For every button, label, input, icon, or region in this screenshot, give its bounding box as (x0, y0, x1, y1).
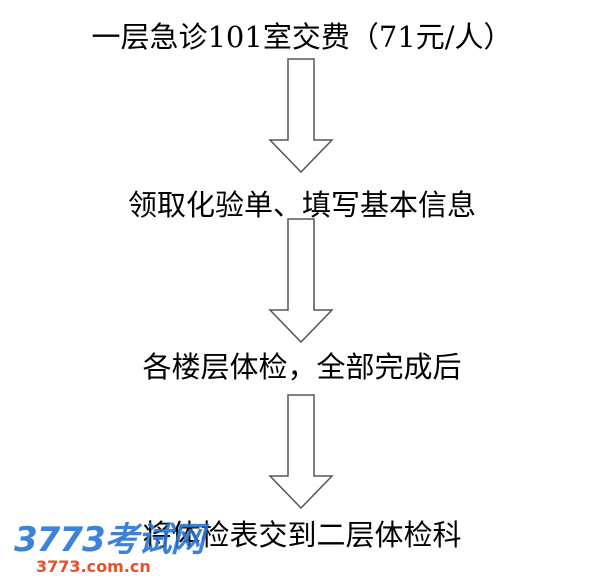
step-1-payment: 一层急诊101室交费（71元/人） (91, 20, 513, 54)
down-arrow-icon (268, 218, 334, 344)
watermark-url: 3773.com.cn (36, 557, 151, 576)
step-3-exams: 各楼层体检，全部完成后 (142, 350, 462, 384)
watermark-logo-text: 3773考试网 (14, 520, 205, 560)
step-2-collect-forms: 领取化验单、填写基本信息 (127, 188, 476, 222)
down-arrow-icon (268, 394, 334, 510)
step-4-submit-form: 将体检表交到二层体检科 (142, 518, 462, 552)
watermark-logo: 3773考试网 3773.com.cn (14, 512, 205, 576)
down-arrow-icon (268, 58, 334, 174)
